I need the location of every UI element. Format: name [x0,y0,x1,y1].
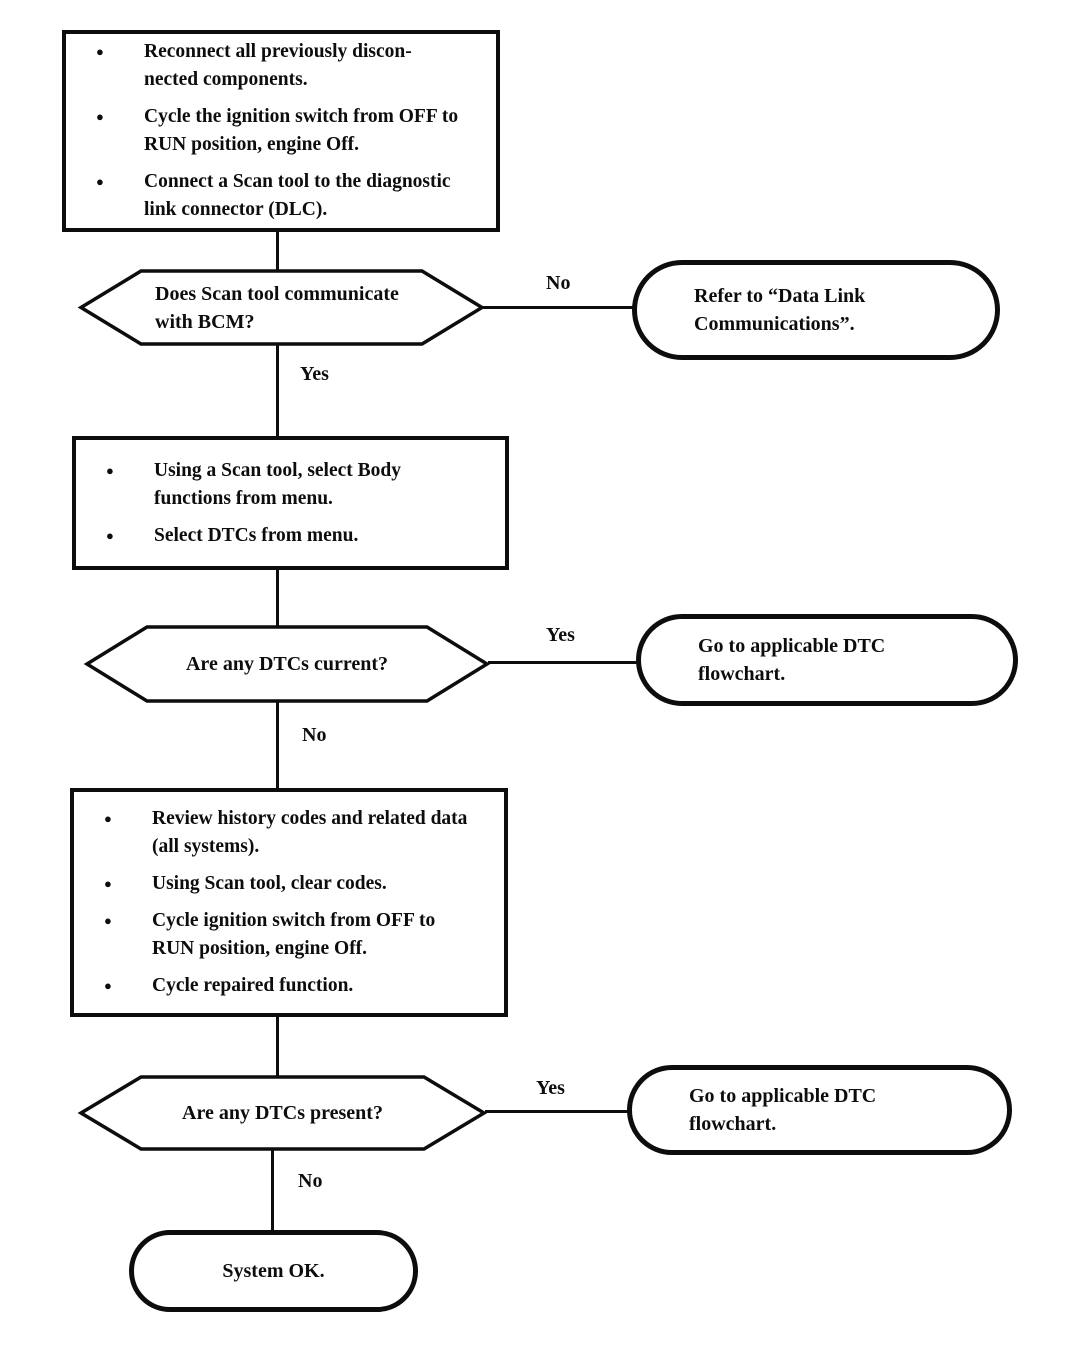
bullet-icon: ● [106,527,114,543]
bullet-text: Connect a Scan tool to the diagnostic li… [144,171,451,220]
hexagon-shape [77,269,486,346]
outcome-label: Go to applicable DTC flowchart. [698,635,886,685]
bullet-item: ● Connect a Scan tool to the diagnostic … [96,168,492,224]
bullet-text: Cycle repaired function. [152,975,354,996]
hexagon-shape [83,625,491,703]
bullet-item: ● Review history codes and related data … [104,805,500,861]
bullet-text: Cycle ignition switch from OFF to RUN po… [152,910,436,959]
bullet-item: ● Cycle ignition switch from OFF to RUN … [104,907,500,963]
edge-label-yes-1: Yes [300,363,329,385]
decision-question: Are any DTCs present? [182,1102,383,1124]
bullet-text: Review history codes and related data (a… [152,808,468,857]
process-step-select-dtcs: ● Using a Scan tool, select Body functio… [72,436,509,570]
edge-label-yes-2: Yes [546,624,575,646]
process-step-reconnect: ● Reconnect all previously discon- necte… [62,30,500,232]
bullet-icon: ● [104,978,112,993]
decision-question: Are any DTCs current? [185,653,389,675]
hexagon-shape [77,1075,488,1151]
terminal-label: System OK. [222,1260,325,1282]
bullet-text: Using Scan tool, clear codes. [152,873,387,894]
process-step-review-history: ● Review history codes and related data … [70,788,508,1017]
connector-decision3-no [271,1150,274,1232]
bullet-item: ● Select DTCs from menu. [106,522,501,550]
bullet-item: ● Using a Scan tool, select Body functio… [106,457,501,513]
bullet-icon: ● [104,811,112,826]
bullet-text: Reconnect all previously discon- nected … [144,41,412,90]
connector-decision1-yes [276,345,279,438]
edge-label-no-2: No [302,724,327,746]
connector-decision2-no [276,702,279,790]
terminal-system-ok: System OK. [129,1230,418,1312]
bullet-item: ● Cycle repaired function. [104,972,500,1000]
decision-question: Does Scan tool communicate with BCM? [155,282,399,333]
bullet-text: Using a Scan tool, select Body functions… [154,459,402,509]
outcome-data-link-communications: Refer to “Data Link Communications”. [632,260,1000,360]
bullet-icon: ● [106,462,114,478]
connector-step1-to-decision1 [276,230,279,270]
connector-step2-to-decision2 [276,568,279,626]
connector-decision2-yes [488,661,638,664]
decision-dtcs-present: Are any DTCs present? [77,1074,488,1152]
bullet-icon: ● [96,174,104,189]
bullet-text: Cycle the ignition switch from OFF to RU… [144,106,459,155]
connector-step3-to-decision3 [276,1015,279,1076]
bullet-icon: ● [96,44,104,59]
bullet-item: ● Using Scan tool, clear codes. [104,870,500,898]
edge-label-no-1: No [546,272,571,294]
outcome-label: Go to applicable DTC flowchart. [689,1085,877,1135]
outcome-label: Refer to “Data Link Communications”. [694,285,866,335]
connector-decision1-no [483,306,634,309]
bullet-item: ● Cycle the ignition switch from OFF to … [96,103,492,159]
connector-decision3-yes [485,1110,629,1113]
edge-label-yes-3: Yes [536,1077,565,1099]
bullet-item: ● Reconnect all previously discon- necte… [96,38,492,94]
bullet-icon: ● [96,109,104,124]
outcome-dtc-flowchart-2: Go to applicable DTC flowchart. [627,1065,1012,1155]
decision-scan-communicate: Does Scan tool communicate with BCM? [77,268,486,347]
bullet-text: Select DTCs from menu. [154,524,359,546]
outcome-dtc-flowchart-1: Go to applicable DTC flowchart. [636,614,1018,706]
edge-label-no-3: No [298,1170,323,1192]
bullet-icon: ● [104,876,112,891]
decision-dtcs-current: Are any DTCs current? [83,624,491,704]
bullet-icon: ● [104,913,112,928]
